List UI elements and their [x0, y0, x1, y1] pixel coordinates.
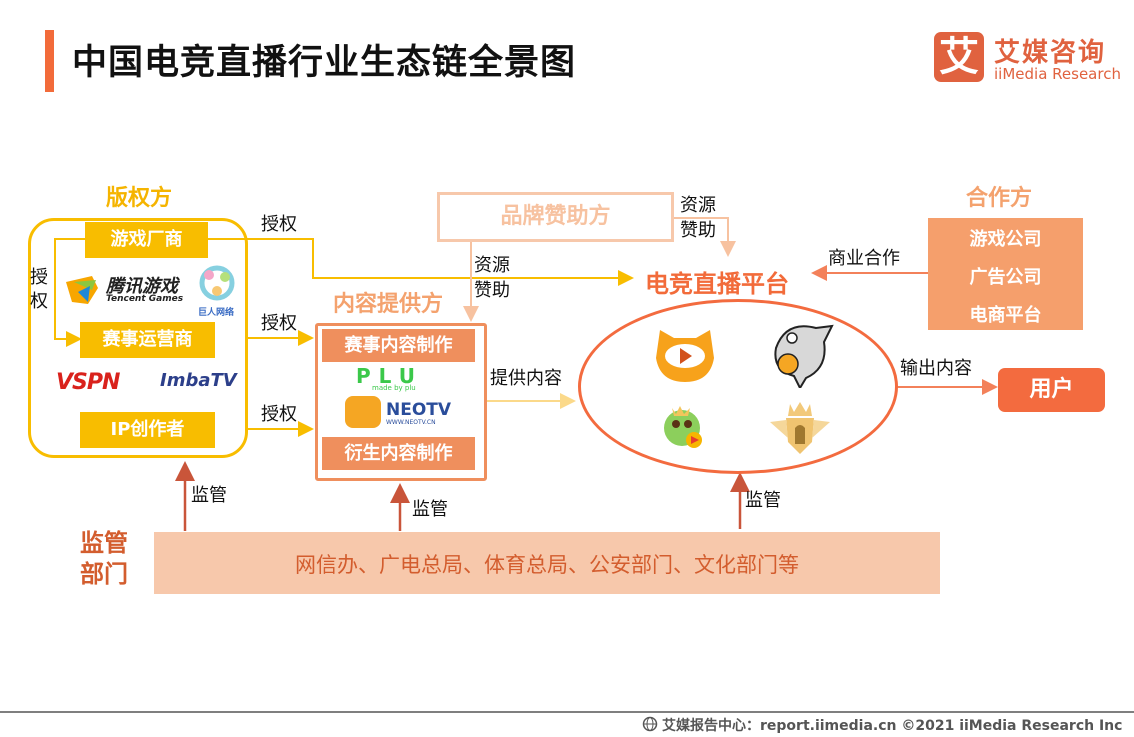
copyright-holders-group	[28, 218, 248, 458]
event-content-production-box: 赛事内容制作	[322, 329, 475, 362]
partners-title: 合作方	[966, 186, 1033, 211]
authorize-label-2: 授权	[261, 313, 297, 334]
douyu-logo	[766, 318, 836, 392]
derivative-content-production-box: 衍生内容制作	[322, 437, 475, 470]
giant-network-text: 巨人网络	[198, 308, 235, 318]
event-operator-box: 赛事运营商	[80, 322, 215, 358]
partner-ecommerce-platform: 电商平台	[969, 305, 1042, 326]
brand-name-cn: 艾媒咨询	[994, 38, 1107, 68]
vspn-logo: VSPN	[56, 370, 120, 395]
authorize-label-3: 授权	[261, 404, 297, 425]
inner-authorize-label: 授权	[30, 267, 48, 312]
title-accent-bar	[45, 30, 54, 92]
page-title: 中国电竞直播行业生态链全景图	[72, 43, 577, 83]
tencent-games-cn: 腾讯游戏	[106, 276, 178, 297]
plu-subtext: made by plu	[372, 384, 416, 392]
partner-game-company: 游戏公司	[969, 229, 1042, 250]
authorize-label-1: 授权	[261, 214, 297, 235]
footer-divider	[0, 711, 1134, 713]
game-developer-box: 游戏厂商	[85, 222, 208, 258]
regulators-title-line2: 部门	[80, 560, 128, 588]
iimedia-logo-icon: 艾	[934, 32, 984, 82]
footer-text: 艾媒报告中心：report.iimedia.cn ©2021 iiMedia R…	[662, 718, 1123, 734]
output-content-label: 输出内容	[900, 358, 972, 379]
globe-icon	[642, 716, 658, 736]
neotv-subtext: WWW.NEOTV.CN	[386, 419, 436, 426]
giant-network-logo	[197, 265, 237, 309]
regulators-bar: 网信办、广电总局、体育总局、公安部门、文化部门等	[154, 532, 940, 594]
regulators-title-line1: 监管	[80, 529, 128, 557]
imbatv-logo: ImbaTV	[160, 370, 237, 391]
tencent-games-en: Tencent Games	[106, 294, 184, 304]
ip-creator-box: IP创作者	[80, 412, 215, 448]
user-box: 用户	[998, 368, 1105, 412]
dragon-mascot-logo	[660, 400, 706, 456]
huya-logo	[652, 324, 718, 388]
copyright-holders-title: 版权方	[106, 186, 173, 211]
supervise-label-3: 监管	[745, 490, 781, 511]
supervise-label-2: 监管	[412, 499, 448, 520]
neotv-mascot-icon	[345, 396, 381, 428]
crown-shield-logo	[768, 398, 832, 462]
business-coop-label: 商业合作	[828, 248, 900, 269]
platform-group	[578, 299, 898, 474]
brand-sponsor-box: 品牌赞助方	[437, 192, 674, 242]
provide-content-label: 提供内容	[490, 368, 562, 389]
partner-ad-company: 广告公司	[969, 267, 1042, 288]
sponsor-label-top-1: 资源	[680, 195, 716, 216]
tencent-games-logo	[62, 272, 102, 312]
sponsor-label-top-2: 赞助	[680, 220, 716, 241]
sponsor-label-mid-2: 赞助	[474, 280, 510, 301]
regulators-title: 监管 部门	[80, 528, 140, 590]
platform-title: 电竞直播平台	[645, 270, 789, 298]
content-providers-group	[315, 323, 487, 481]
partners-box: 游戏公司 广告公司 电商平台	[928, 218, 1083, 330]
content-providers-title: 内容提供方	[333, 292, 444, 317]
plu-logo: PLU	[356, 364, 423, 388]
neotv-logo: NEOTV	[386, 400, 452, 420]
supervise-label-1: 监管	[191, 485, 227, 506]
sponsor-label-mid-1: 资源	[474, 255, 510, 276]
brand-name-en: iiMedia Research	[994, 65, 1121, 83]
